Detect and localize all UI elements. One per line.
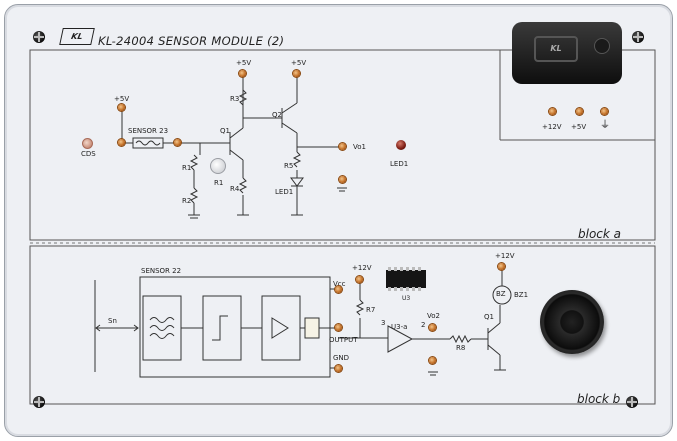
jack-plus12v-bz[interactable] (498, 263, 505, 270)
jack-gnd-block-a[interactable] (339, 176, 346, 183)
label-cds: CDS (81, 150, 96, 158)
jack-sensor23-right[interactable] (174, 139, 181, 146)
jack-vo2[interactable] (429, 324, 436, 331)
label-pin2: 2 (421, 321, 426, 329)
label-plus5v-q2: +5V (291, 59, 307, 67)
label-r1-pot: R1 (214, 179, 224, 187)
label-r8: R8 (456, 344, 466, 352)
buzzer-symbol-icon: BZ (496, 290, 506, 298)
label-vcc: Vcc (333, 280, 346, 288)
jack-plus5v-r3[interactable] (239, 70, 246, 77)
jack-plus12v-r7[interactable] (356, 276, 363, 283)
module-title: KL-24004 SENSOR MODULE (2) (98, 34, 285, 48)
brand-logo: KL (59, 28, 95, 45)
label-r3: R3 (230, 95, 240, 103)
jack-output[interactable] (335, 324, 342, 331)
screw-bottom-left-icon (33, 396, 45, 408)
label-gnd: GND (333, 354, 350, 362)
label-plus5v-r3: +5V (236, 59, 252, 67)
ground-symbol-icon: ⏚ (600, 120, 610, 131)
block-b-label: block b (577, 392, 621, 406)
label-sn: Sn (108, 317, 117, 325)
jack-power-top-1[interactable] (549, 108, 556, 115)
label-led1-indicator: LED1 (390, 160, 409, 168)
label-q1-block-b: Q1 (484, 313, 494, 321)
block-a-label: block a (578, 227, 622, 241)
jack-power-top-3[interactable] (601, 108, 608, 115)
label-r5: R5 (284, 162, 294, 170)
label-plus12v: +12V (542, 123, 562, 131)
label-q1: Q1 (220, 127, 230, 135)
label-plus5v-power: +5V (571, 123, 587, 131)
ic-socket-u3 (386, 267, 426, 291)
label-r4: R4 (230, 185, 240, 193)
trimmer-pot-icon[interactable] (210, 158, 226, 174)
jack-power-top-2[interactable] (576, 108, 583, 115)
label-sensor-23: SENSOR 23 (128, 127, 169, 135)
jack-vo1[interactable] (339, 143, 346, 150)
label-plus12v-r7: +12V (352, 264, 372, 272)
jack-plus5v-sensor[interactable] (118, 104, 125, 111)
label-r1: R1 (182, 164, 192, 172)
jack-vcc[interactable] (335, 286, 342, 293)
screw-bottom-right-icon (626, 396, 638, 408)
label-r2: R2 (182, 197, 192, 205)
connector-logo: KL (534, 36, 578, 62)
screw-top-right-icon (632, 31, 644, 43)
label-bz1: BZ1 (514, 291, 529, 299)
label-plus5v-sensor: +5V (114, 95, 130, 103)
jack-gnd-block-b[interactable] (335, 365, 342, 372)
label-plus12v-bz: +12V (495, 252, 515, 260)
label-pin3: 3 (381, 319, 386, 327)
power-connector: KL (512, 22, 622, 84)
jack-gnd-vo2[interactable] (429, 357, 436, 364)
buzzer-bz1 (540, 290, 604, 354)
screw-top-left-icon (33, 31, 45, 43)
jack-plus5v-q2[interactable] (293, 70, 300, 77)
label-led1: LED1 (275, 188, 294, 196)
label-vo2: Vo2 (427, 312, 440, 320)
label-vo1: Vo1 (353, 143, 366, 151)
label-u3a: U3-a (391, 323, 408, 331)
jack-sensor23-left[interactable] (118, 139, 125, 146)
label-sensor-22: SENSOR 22 (141, 267, 182, 275)
label-u3: U3 (402, 295, 411, 302)
label-output: OUTPUT (329, 336, 358, 344)
label-q2: Q2 (272, 111, 282, 119)
cds-photocell-icon (82, 138, 93, 149)
label-r7: R7 (366, 306, 376, 314)
connector-knob-icon (594, 38, 610, 54)
led1-indicator (396, 140, 406, 150)
